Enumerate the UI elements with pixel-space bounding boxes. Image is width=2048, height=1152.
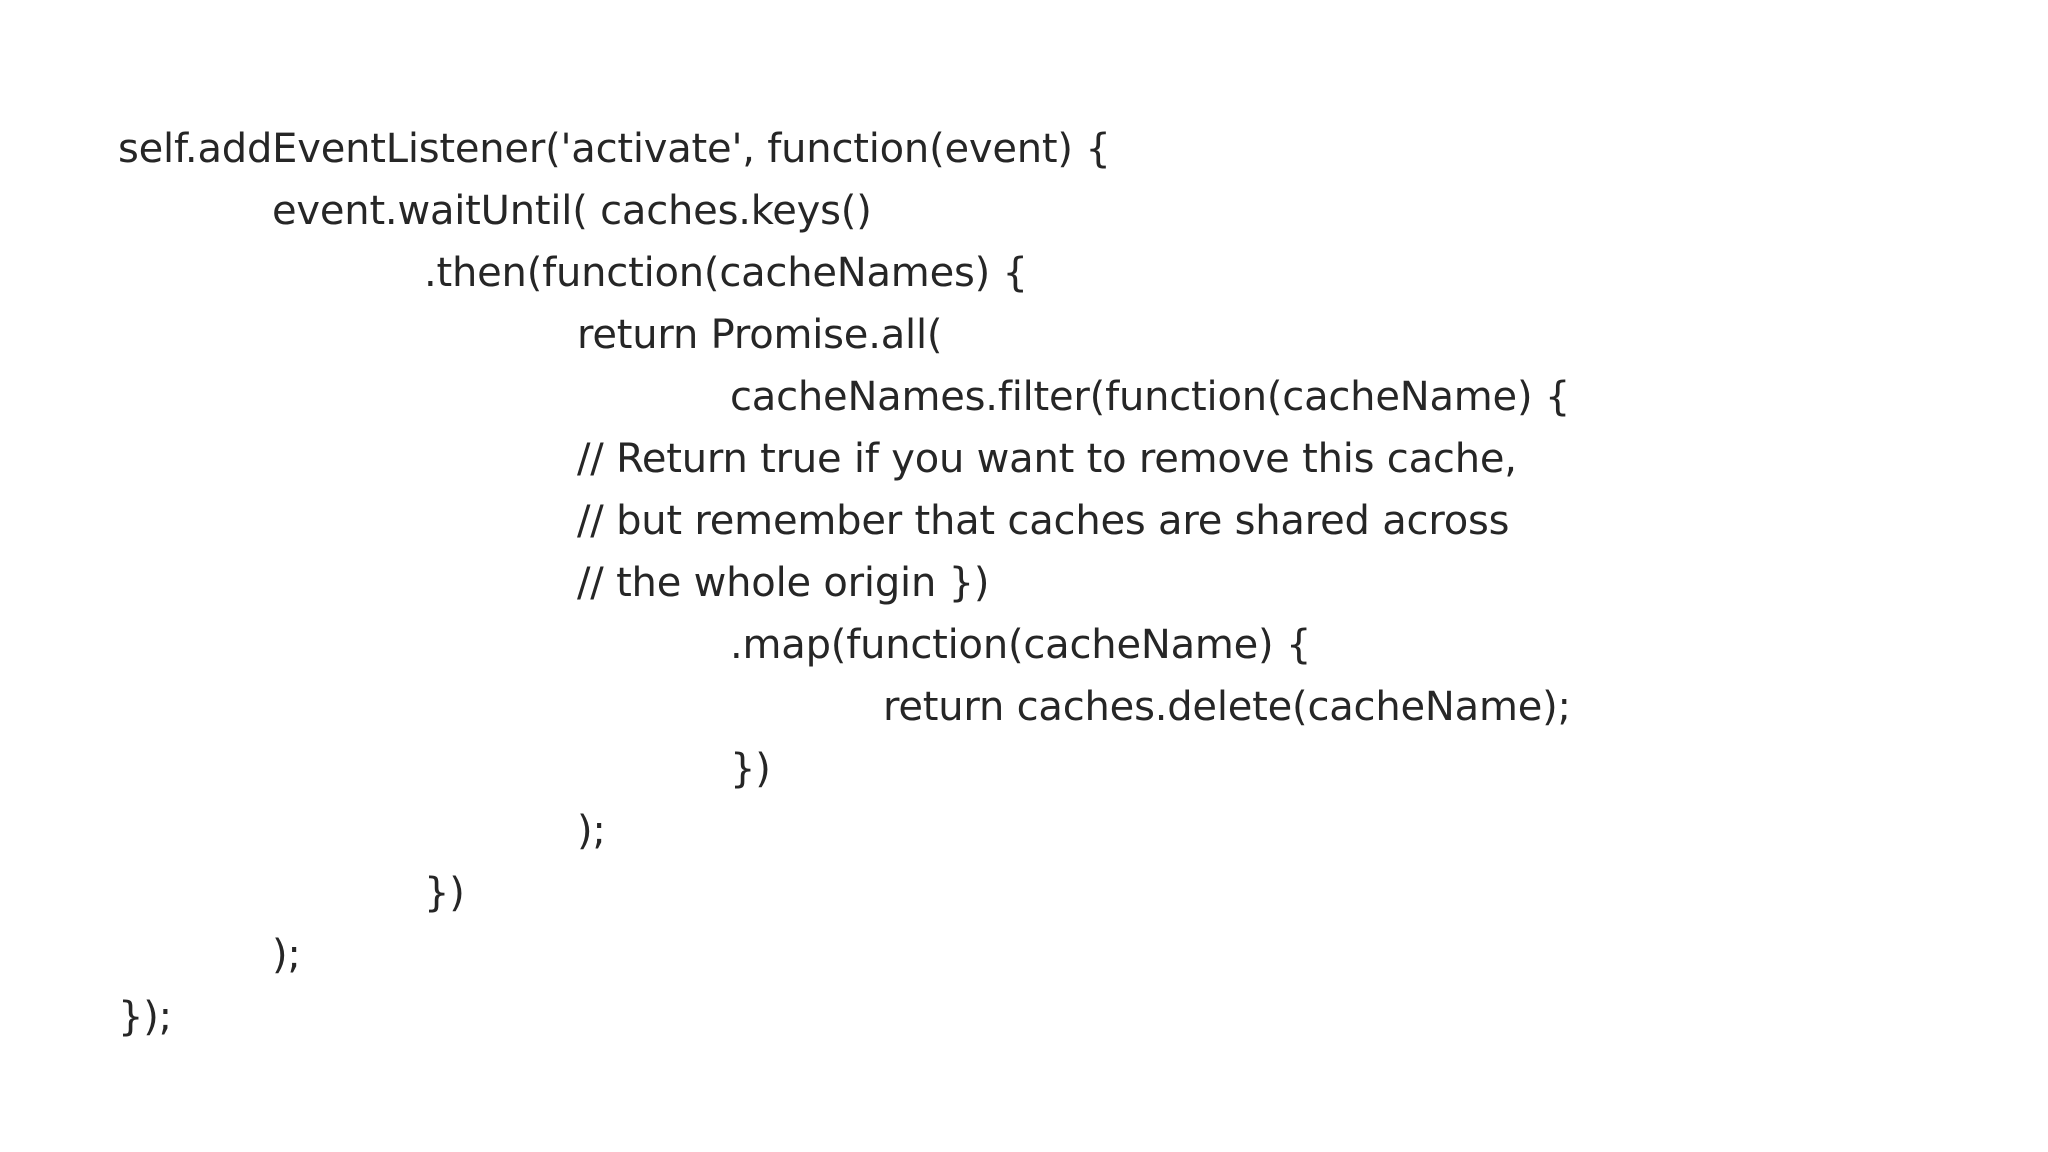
code-line: cacheNames.filter(function(cacheName) { [730, 374, 1571, 420]
code-line: // Return true if you want to remove thi… [577, 436, 1517, 482]
code-line: .map(function(cacheName) { [730, 622, 1312, 668]
code-line: ); [577, 808, 606, 854]
code-line: // but remember that caches are shared a… [577, 498, 1510, 544]
code-line: .then(function(cacheNames) { [424, 250, 1028, 296]
code-line: // the whole origin }) [577, 560, 990, 606]
code-line: event.waitUntil( caches.keys() [272, 188, 872, 234]
code-line: self.addEventListener('activate', functi… [118, 126, 1111, 172]
code-line: return Promise.all( [577, 312, 943, 358]
code-line: return caches.delete(cacheName); [883, 684, 1571, 730]
code-line: ); [272, 932, 301, 978]
code-block: self.addEventListener('activate', functi… [0, 118, 2048, 1048]
code-line: }); [118, 994, 172, 1040]
code-line: }) [424, 870, 465, 916]
code-line: }) [730, 746, 771, 792]
